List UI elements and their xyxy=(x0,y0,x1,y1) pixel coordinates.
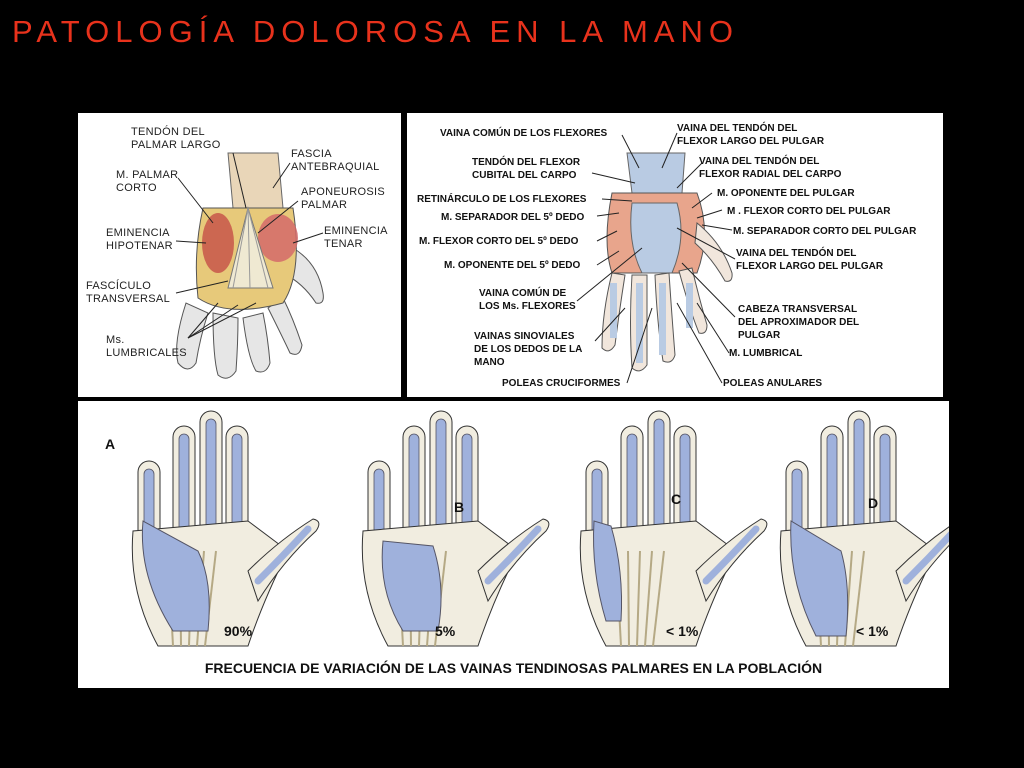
variant-percent-d: < 1% xyxy=(856,623,889,639)
label-poleas-anulares: POLEAS ANULARES xyxy=(723,378,823,389)
label-aponeurosis-palmar: APONEUROSIS PALMAR xyxy=(301,186,385,211)
variant-letter-d: D xyxy=(868,495,879,511)
label-tendon-flexor-cubital: TENDÓN DEL FLEXOR CUBITAL DEL CARPO xyxy=(472,157,581,181)
variant-letter-c: C xyxy=(671,491,682,507)
palmar-aponeurosis-figure: TENDÓN DEL PALMAR LARGO FASCIA ANTEBRAQU… xyxy=(78,113,401,397)
label-vainas-sinoviales: VAINAS SINOVIALES DE LOS DEDOS DE LA MAN… xyxy=(474,331,583,368)
hand-variant-d xyxy=(779,410,949,647)
label-separador-corto-pulgar: M. SEPARADOR CORTO DEL PULGAR xyxy=(733,226,917,237)
label-lumbricales: Ms. LUMBRICALES xyxy=(106,334,187,359)
hand-variant-b xyxy=(361,410,550,647)
label-retinaculo: RETINÁRCULO DE LOS FLEXORES xyxy=(417,194,587,205)
label-flexor-corto-pulgar: M . FLEXOR CORTO DEL PULGAR xyxy=(727,206,891,217)
hand-variant-a xyxy=(131,410,320,647)
label-fasciculo-transversal: FASCÍCULO TRANSVERSAL xyxy=(86,280,170,305)
hand-variant-c xyxy=(579,410,768,647)
label-cabeza-transversal: CABEZA TRANSVERSAL DEL APROXIMADOR DEL P… xyxy=(738,304,860,341)
variants-caption: FRECUENCIA DE VARIACIÓN DE LAS VAINAS TE… xyxy=(204,660,823,676)
variant-percent-a: 90% xyxy=(224,623,253,639)
sheath-variants-figure: A 90% B 5% C < 1% D < 1% FRECUENCIA DE V… xyxy=(78,401,949,688)
hand-illustration-right xyxy=(576,132,736,384)
hand-illustration-left xyxy=(175,152,324,379)
variant-percent-b: 5% xyxy=(435,623,456,639)
label-eminencia-tenar: EMINENCIA TENAR xyxy=(324,225,388,250)
label-vaina-comun-ms: VAINA COMÚN DE LOS Ms. FLEXORES xyxy=(479,288,576,312)
label-flexor-corto-5: M. FLEXOR CORTO DEL 5º DEDO xyxy=(419,236,579,247)
label-oponente-5: M. OPONENTE DEL 5º DEDO xyxy=(444,260,581,271)
label-eminencia-hipotenar: EMINENCIA HIPOTENAR xyxy=(106,227,173,252)
label-separador-5: M. SEPARADOR DEL 5º DEDO xyxy=(441,212,585,223)
label-vaina-flexor-largo-pulgar: VAINA DEL TENDÓN DEL FLEXOR LARGO DEL PU… xyxy=(677,123,825,147)
label-tendon-palmar-largo: TENDÓN DEL PALMAR LARGO xyxy=(131,126,221,151)
label-vaina-flexor-largo-pulgar-2: VAINA DEL TENDÓN DEL FLEXOR LARGO DEL PU… xyxy=(736,248,884,272)
flexor-sheaths-figure: VAINA COMÚN DE LOS FLEXORES TENDÓN DEL F… xyxy=(407,113,943,397)
label-palmar-corto: M. PALMAR CORTO xyxy=(116,169,179,194)
variants-illustration xyxy=(131,410,949,647)
variant-letter-b: B xyxy=(454,499,465,515)
label-poleas-cruciformes: POLEAS CRUCIFORMES xyxy=(502,378,621,389)
variant-percent-c: < 1% xyxy=(666,623,699,639)
variant-letter-a: A xyxy=(105,436,116,452)
label-fascia-antebraquial: FASCIA ANTEBRAQUIAL xyxy=(291,148,380,173)
label-oponente-pulgar: M. OPONENTE DEL PULGAR xyxy=(717,188,855,199)
label-vaina-comun: VAINA COMÚN DE LOS FLEXORES xyxy=(440,128,608,139)
label-vaina-flexor-radial: VAINA DEL TENDÓN DEL FLEXOR RADIAL DEL C… xyxy=(699,156,842,180)
slide-title: PATOLOGÍA DOLOROSA EN LA MANO xyxy=(12,14,740,49)
label-m-lumbrical: M. LUMBRICAL xyxy=(729,348,803,359)
